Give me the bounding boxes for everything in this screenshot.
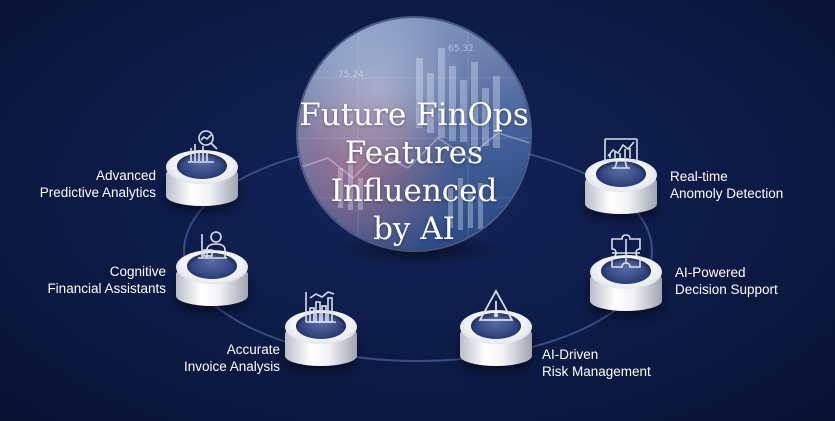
center-title: Future FinOps Features Influenced by AI: [298, 96, 530, 248]
disc-top: [460, 310, 532, 344]
warning-triangle-icon: [478, 289, 514, 321]
monitor-chart-icon: [604, 138, 638, 169]
label-line: Cognitive: [109, 264, 166, 279]
disc-top: [285, 310, 357, 344]
analytics-magnifier-icon: [188, 130, 218, 163]
center-title-line: Influenced: [330, 173, 498, 209]
label-anomaly-detection: Real-time Anomoly Detection: [670, 168, 783, 202]
center-title-line: Features: [344, 135, 484, 171]
label-financial-assistants: Cognitive Financial Assistants: [0, 263, 166, 297]
center-circle: 65.32 75.24: [298, 18, 530, 250]
label-line: Invoice Analysis: [183, 359, 280, 374]
puzzle-icon: [611, 234, 641, 268]
disc-top: [585, 158, 657, 192]
label-predictive-analytics: Advanced Predictive Analytics: [0, 167, 156, 201]
node-risk-management: [460, 289, 532, 374]
background-number: 65.32: [448, 44, 474, 54]
node-financial-assistants: [176, 231, 248, 314]
center-title-line: Future FinOps: [299, 97, 529, 133]
center-title-line: by AI: [373, 211, 455, 247]
label-line: Anomoly Detection: [670, 186, 784, 201]
background-number: 75.24: [338, 70, 364, 80]
node-predictive-analytics: [166, 130, 238, 214]
label-line: Real-time: [670, 169, 728, 184]
assistant-person-icon: [198, 231, 227, 259]
label-invoice-analysis: Accurate Invoice Analysis: [120, 341, 280, 375]
label-line: AI-Driven: [542, 347, 599, 362]
disc-top: [166, 150, 238, 184]
label-line: AI-Powered: [675, 265, 746, 280]
label-decision-support: AI-Powered Decision Support: [675, 264, 778, 298]
label-line: Financial Assistants: [47, 281, 166, 296]
node-decision-support: [590, 234, 662, 319]
bar-chart-icon: [305, 291, 336, 323]
label-line: Predictive Analytics: [39, 185, 156, 200]
label-line: Accurate: [226, 342, 280, 357]
finance-background-graphic: [298, 18, 530, 250]
label-line: Advanced: [95, 168, 156, 183]
node-invoice-analysis: [285, 291, 357, 374]
node-anomaly-detection: [585, 138, 657, 222]
label-line: Decision Support: [675, 282, 778, 297]
label-line: Risk Management: [542, 364, 651, 379]
label-risk-management: AI-Driven Risk Management: [542, 346, 651, 380]
